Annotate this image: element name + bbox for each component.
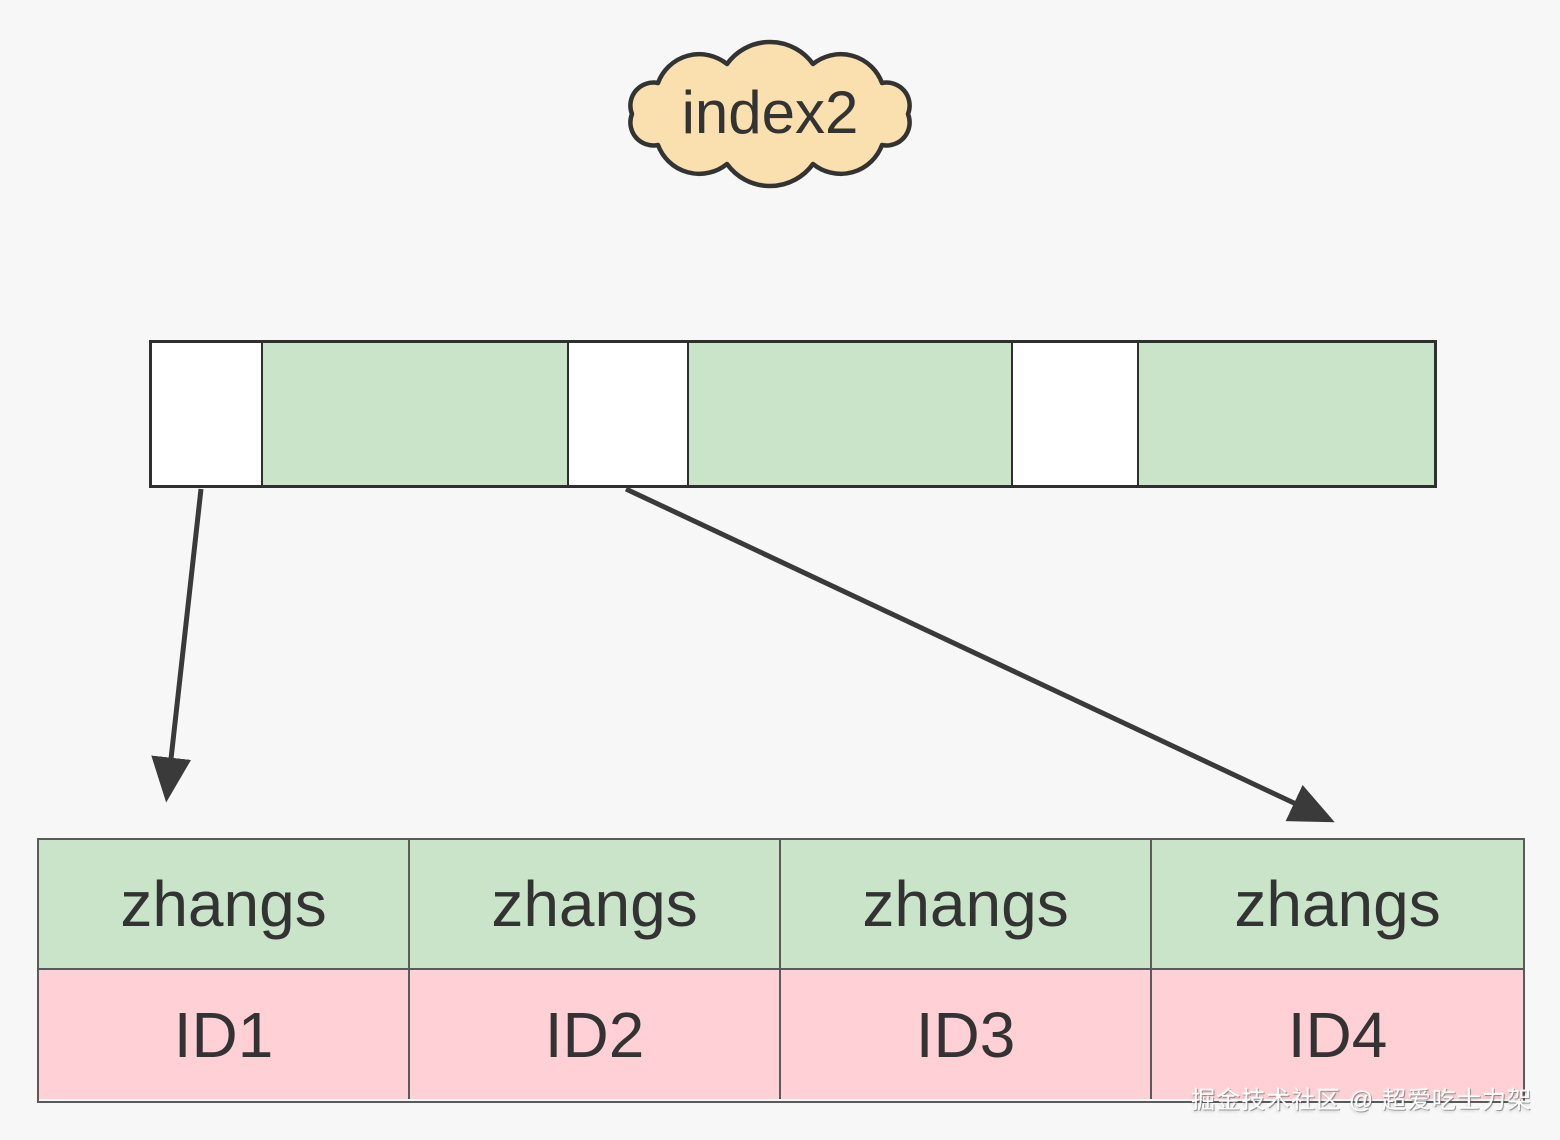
index-bar: [149, 340, 1437, 488]
bar-segment-4: [686, 343, 1011, 485]
bar-segment-5: [1010, 343, 1138, 485]
cloud-shape-icon: [628, 39, 912, 189]
table-cell-name-3: zhangs: [781, 840, 1152, 970]
bar-segment-2: [261, 343, 568, 485]
table-cell-name-1: zhangs: [39, 840, 410, 970]
index-cloud: index2: [607, 36, 933, 193]
table-cell-id-1: ID1: [39, 970, 410, 1099]
table-cell-name-2: zhangs: [410, 840, 781, 970]
cloud-label: index2: [681, 79, 859, 146]
watermark: 掘金技术社区 @ 超爱吃士力架: [1191, 1087, 1532, 1114]
table-cell-name-4: zhangs: [1152, 840, 1523, 970]
bar-segment-3: [567, 343, 687, 485]
bar-segment-1: [152, 343, 262, 485]
table-cell-id-3: ID3: [781, 970, 1152, 1099]
table-cell-id-4: ID4: [1152, 970, 1523, 1099]
record-table: zhangs zhangs zhangs zhangs ID1 ID2 ID3 …: [37, 838, 1525, 1103]
arrow-left: [151, 488, 204, 803]
arrow-right: [624, 486, 1335, 823]
bar-segment-6: [1137, 343, 1434, 485]
table-cell-id-2: ID2: [410, 970, 781, 1099]
